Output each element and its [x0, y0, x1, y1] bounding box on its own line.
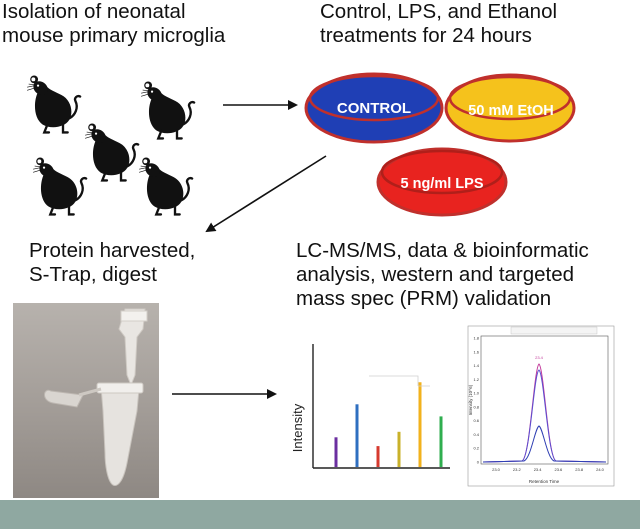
mouse-icon [139, 80, 196, 140]
prm-y-tick: 0 [477, 460, 480, 465]
arrow-treatments-to-protein [205, 155, 327, 233]
lcms-caption-line-2: analysis, western and targeted [296, 263, 575, 286]
s-trap-photo [13, 303, 159, 498]
protein-caption: Protein harvested, S-Trap, digest [29, 239, 195, 287]
prm-y-tick: 0.4 [473, 432, 479, 437]
bar-chart-y-label: Intensity [290, 403, 305, 452]
prm-x-tick: 23.4 [534, 467, 543, 472]
treatments-caption-line-2: treatments for 24 hours [320, 24, 532, 47]
isolation-caption: Isolation of neonatal mouse primary micr… [2, 0, 225, 48]
prm-y-tick: 1.0 [473, 391, 479, 396]
lcms-caption-line-1: LC-MS/MS, data & bioinformatic [296, 239, 589, 262]
prm-y-tick: 0.6 [473, 418, 479, 423]
mouse-icon [31, 156, 88, 216]
lcms-caption-line-3: mass spec (PRM) validation [296, 287, 552, 310]
prm-x-tick: 23.2 [513, 467, 522, 472]
prm-y-tick: 1.8 [473, 336, 479, 341]
bar-chart-bars [334, 375, 443, 467]
prm-y-tick: 1.2 [473, 377, 479, 382]
treatments-caption-line-1: Control, LPS, and Ethanol [320, 0, 558, 23]
lcms-caption: LC-MS/MS, data & bioinformatic analysis,… [296, 239, 589, 311]
protein-caption-line-1: Protein harvested, [29, 239, 196, 262]
prm-x-tick: 24.0 [596, 467, 605, 472]
prm-x-label: Retention Time [529, 479, 560, 484]
mouse-icon [137, 156, 194, 216]
protein-caption-line-2: S-Trap, digest [29, 263, 157, 286]
lps-dish: 5 ng/ml LPS [376, 147, 508, 217]
control-dish-label: CONTROL [337, 100, 411, 117]
prm-y-ticks: 0 0.2 0.4 0.6 0.8 1.0 1.2 1.4 1.6 1.8 [473, 336, 479, 465]
prm-x-tick: 23.0 [492, 467, 501, 472]
control-dish: CONTROL [304, 72, 444, 144]
ethanol-dish: 50 mM EtOH [444, 73, 576, 143]
intensity-bar-chart: Intensity [290, 344, 450, 469]
mouse-icon [83, 122, 140, 182]
footer-band [0, 500, 640, 529]
prm-x-tick: 23.6 [555, 467, 564, 472]
prm-peak-label: 23.4 [535, 355, 544, 360]
prm-x-ticks: 23.0 23.2 23.4 23.6 23.8 24.0 [492, 467, 605, 472]
prm-y-tick: 1.4 [473, 363, 479, 368]
isolation-caption-line-2: mouse primary microglia [2, 24, 226, 47]
mouse-icon [25, 74, 82, 134]
prm-trace-violet [482, 369, 607, 463]
lps-dish-label: 5 ng/ml LPS [401, 176, 484, 192]
prm-y-tick: 1.6 [473, 349, 479, 354]
bar-chart-guide [369, 375, 430, 387]
ethanol-dish-label: 50 mM EtOH [468, 103, 553, 119]
prm-y-tick: 0.8 [473, 404, 479, 409]
isolation-caption-line-1: Isolation of neonatal [2, 0, 186, 23]
prm-trace-blue [482, 425, 607, 463]
prm-x-tick: 23.8 [575, 467, 584, 472]
prm-y-tick: 0.2 [473, 446, 479, 451]
treatments-caption: Control, LPS, and Ethanol treatments for… [320, 0, 557, 48]
prm-y-label: Intensity (10^6) [468, 384, 473, 415]
